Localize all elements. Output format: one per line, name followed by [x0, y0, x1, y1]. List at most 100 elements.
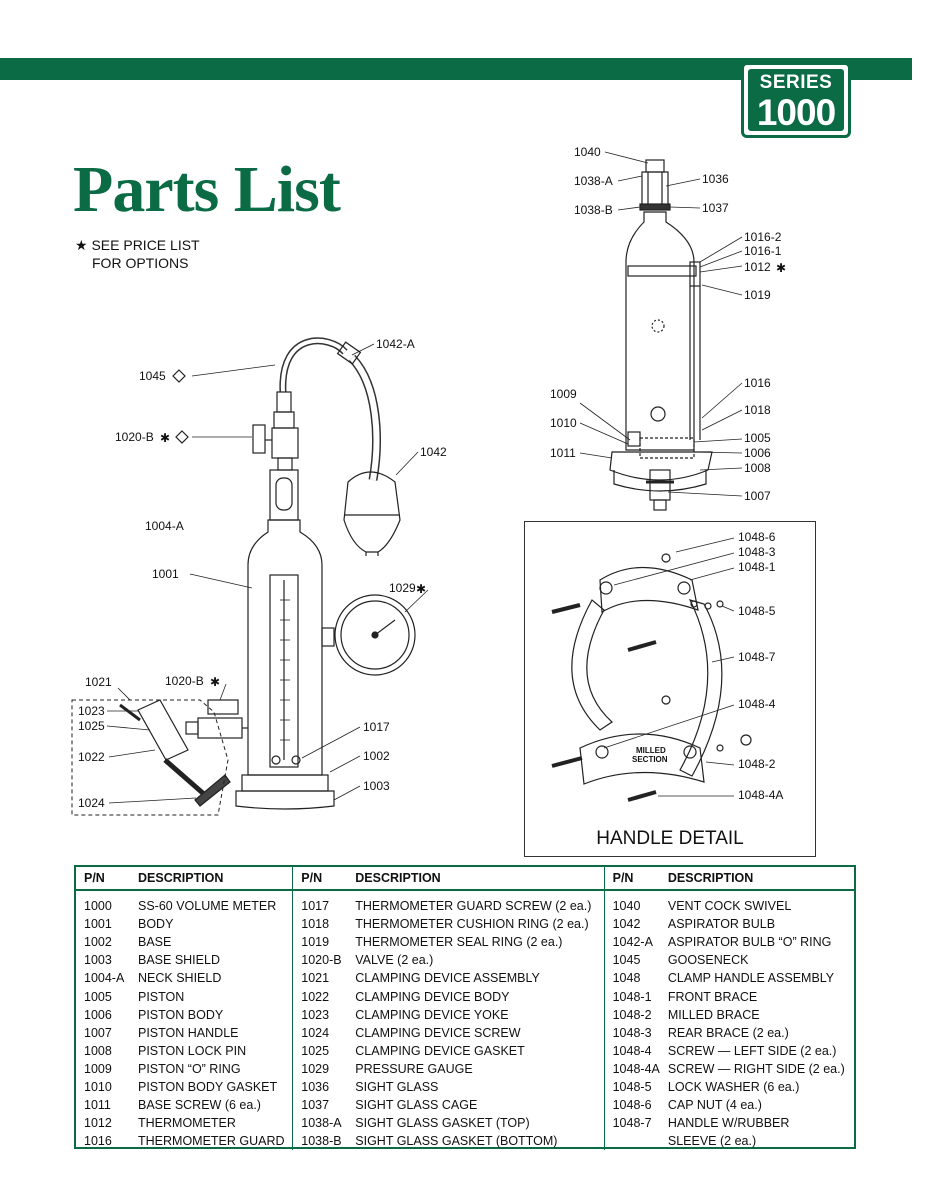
label-1038-b: 1038-B [574, 203, 613, 217]
label-1001: 1001 [152, 567, 179, 581]
sight-leader-lines [579, 151, 743, 497]
parts-table-header: P/N DESCRIPTION P/N DESCRIPTION P/N DESC… [76, 867, 854, 891]
part-description: SIGHT GLASS CAGE [355, 1098, 478, 1113]
part-number: 1040 [603, 890, 660, 916]
label-1042: 1042 [420, 445, 447, 459]
part-description: HANDLE W/RUBBER [667, 1116, 790, 1131]
part-description: BASE SHIELD [138, 953, 220, 968]
label-1016-2: 1016-2 [744, 230, 782, 244]
part-description: MILLED BRACE [667, 1007, 760, 1022]
series-number: 1000 [756, 92, 836, 133]
part-number: 1025 [292, 1041, 348, 1060]
part-number: 1016 [84, 1134, 112, 1149]
part-number: 1005 [84, 989, 112, 1004]
label-1021: 1021 [85, 675, 112, 689]
label-1016-1: 1016-1 [744, 244, 782, 258]
part-description: FRONT BRACE [667, 989, 758, 1004]
part-number: 1048-4A [603, 1059, 660, 1078]
part-number [603, 1132, 660, 1151]
part-number: 1004-A [84, 971, 125, 986]
part-number: 1017 [292, 890, 348, 916]
part-description: VENT COCK SWIVEL [667, 899, 792, 914]
part-description: PISTON BODY GASKET [138, 1079, 278, 1094]
series-badge: SERIES 1000 [741, 62, 851, 138]
part-description: THERMOMETER [138, 1116, 236, 1131]
part-description: CLAMPING DEVICE BODY [355, 989, 510, 1004]
part-description: PISTON HANDLE [138, 1025, 239, 1040]
label-section: SECTION [632, 755, 668, 764]
label-1018: 1018 [744, 403, 771, 417]
part-number: 1008 [84, 1043, 112, 1058]
label-1004-a: 1004-A [145, 519, 184, 533]
part-number: 1048-4 [603, 1041, 660, 1060]
part-description: CLAMP HANDLE ASSEMBLY [667, 971, 835, 986]
part-description: GOOSENECK [667, 953, 749, 968]
part-number: 1045 [603, 951, 660, 970]
handle-labels: 1048-6 1048-3 1048-1 1048-5 1048-7 1048-… [632, 530, 783, 802]
part-number: 1048-2 [603, 1005, 660, 1024]
note-line-1: SEE PRICE LIST [91, 237, 200, 253]
part-number: 1023 [292, 1005, 348, 1024]
part-description: BASE SCREW (6 ea.) [138, 1098, 261, 1113]
part-number: 1024 [292, 1023, 348, 1042]
part-description: ASPIRATOR BULB “O” RING [667, 935, 832, 950]
part-description: THERMOMETER GUARD SCREW (2 ea.) [355, 899, 592, 914]
part-description: PISTON LOCK PIN [138, 1043, 247, 1058]
label-1010: 1010 [550, 416, 577, 430]
handle-leader-lines [603, 537, 735, 797]
label-1029: 1029 [389, 581, 416, 595]
part-number: 1001 [84, 917, 112, 932]
label-1002: 1002 [363, 749, 390, 763]
header-pn: P/N [292, 867, 348, 891]
part-description: CLAMPING DEVICE SCREW [355, 1025, 521, 1040]
table-row: 1005 PISTON 1022 CLAMPING DEVICE BODY 1048-1… [76, 987, 854, 1006]
handle-detail-box: HANDLE DETAIL [524, 521, 816, 857]
part-number: 1002 [84, 935, 112, 950]
price-list-note: ★ SEE PRICE LIST FOR OPTIONS [75, 236, 200, 272]
part-number: 1019 [292, 933, 348, 952]
label-1020-b-low: 1020-B [165, 674, 204, 688]
part-number: 1048-1 [603, 987, 660, 1006]
part-number: 1042-A [603, 933, 660, 952]
part-number: 1048-6 [603, 1096, 660, 1115]
part-number: 1048-7 [603, 1114, 660, 1133]
part-description: THERMOMETER GUARD [138, 1134, 285, 1149]
part-number: 1036 [292, 1077, 348, 1097]
label-1036: 1036 [702, 172, 729, 186]
label-1019: 1019 [744, 288, 771, 302]
label-1040: 1040 [574, 145, 601, 159]
part-number: 1009 [84, 1061, 112, 1076]
part-number: 1011 [84, 1098, 111, 1113]
label-1048-4: 1048-4 [738, 697, 776, 711]
label-1048-5: 1048-5 [738, 604, 776, 618]
part-number: 1048 [603, 969, 660, 988]
parts-table: P/N DESCRIPTION P/N DESCRIPTION P/N DESC… [74, 865, 856, 1151]
label-1011: 1011 [550, 446, 576, 460]
label-1048-6: 1048-6 [738, 530, 776, 544]
part-description: SIGHT GLASS GASKET (BOTTOM) [355, 1134, 558, 1149]
part-description: SCREW — LEFT SIDE (2 ea.) [667, 1043, 837, 1058]
part-description: PRESSURE GAUGE [355, 1061, 473, 1076]
part-number: 1048-5 [603, 1077, 660, 1097]
part-description: ASPIRATOR BULB [667, 917, 776, 932]
label-1005: 1005 [744, 431, 771, 445]
part-number: 1003 [84, 953, 112, 968]
header-band [0, 58, 912, 80]
label-1048-2: 1048-2 [738, 757, 776, 771]
part-description: BASE [138, 935, 172, 950]
part-description: PISTON [138, 989, 185, 1004]
part-number: 1020-B [292, 951, 348, 970]
label-1007: 1007 [744, 489, 771, 503]
part-number: 1022 [292, 987, 348, 1006]
label-1037: 1037 [702, 201, 729, 215]
volume-meter-drawing [71, 337, 416, 816]
part-description: REAR BRACE (2 ea.) [667, 1025, 789, 1040]
part-number: 1006 [84, 1007, 112, 1022]
main-labels: 1042-A 1045 1020-B ✱ 1042 1004-A 1001 10… [78, 337, 447, 810]
